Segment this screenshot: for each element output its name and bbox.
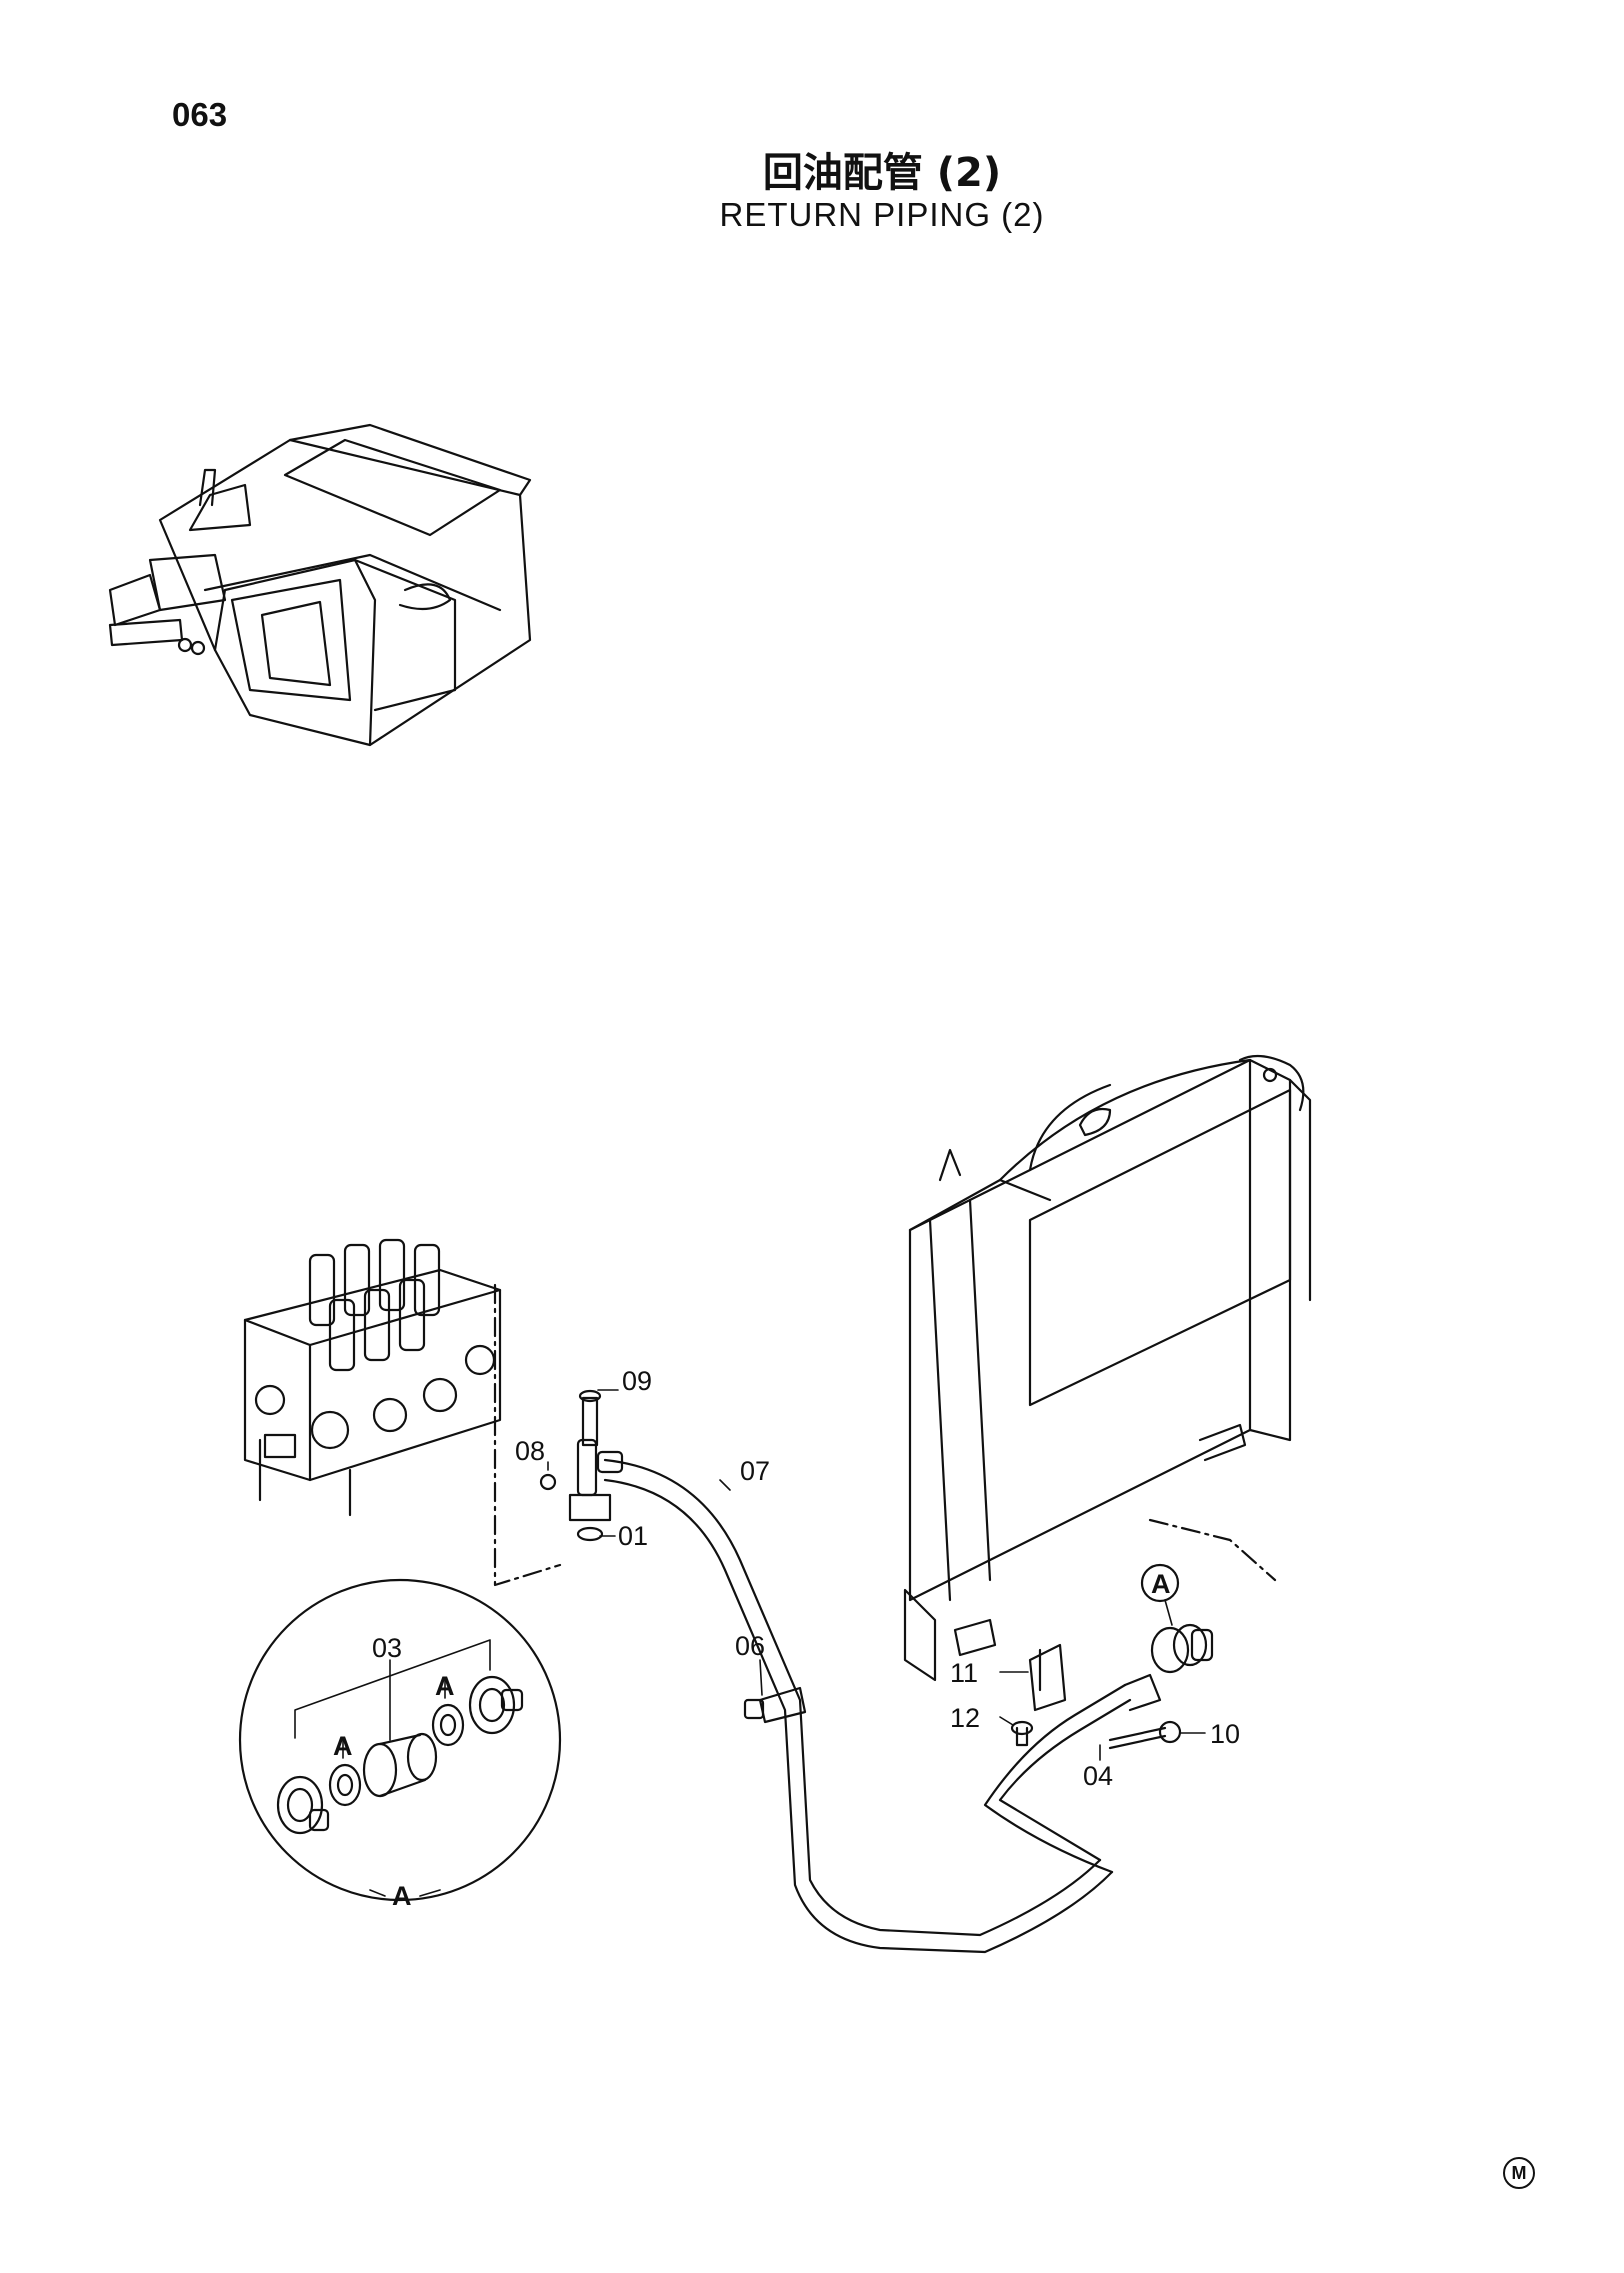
callout-10: 10	[1210, 1719, 1240, 1749]
page-number: 063	[172, 96, 228, 133]
callout-06: 06	[735, 1631, 765, 1661]
detail-connector-03	[362, 1732, 438, 1798]
plug-06	[743, 1686, 807, 1724]
callout-08: 08	[515, 1436, 545, 1466]
leader-lines	[294, 1389, 1206, 1897]
callout-detail-ref: A	[1151, 1569, 1171, 1599]
callout-04: 04	[1083, 1761, 1113, 1791]
detail-circle-a	[238, 1578, 562, 1902]
bolt-10	[1108, 1720, 1182, 1750]
callout-01: 01	[618, 1521, 648, 1551]
detail-clamp-left	[276, 1775, 330, 1835]
corner-mark: M	[1503, 2157, 1535, 2189]
callout-detail-a1: A	[333, 1731, 353, 1761]
title-chinese: 回油配管 (2)	[762, 150, 1002, 196]
bracket-11	[1028, 1643, 1067, 1712]
control-valve-icon	[243, 1238, 502, 1517]
detail-clamp-right	[468, 1675, 524, 1735]
coupling-a-icon	[1150, 1623, 1214, 1674]
title-english: RETURN PIPING (2)	[719, 196, 1045, 233]
callout-07: 07	[740, 1456, 770, 1486]
callout-09: 09	[622, 1366, 652, 1396]
callout-11: 11	[950, 1658, 978, 1688]
return-pipe-07	[603, 1458, 1114, 1954]
fitting-assembly	[539, 1389, 624, 1542]
excavator-overview-icon	[108, 423, 532, 747]
detail-ring-left	[328, 1763, 362, 1807]
callout-03: 03	[372, 1633, 402, 1663]
callout-detail-a2: A	[435, 1671, 455, 1701]
bolt-12	[1010, 1720, 1034, 1747]
callout-detail-title: A	[392, 1881, 412, 1911]
callout-12: 12	[950, 1703, 980, 1733]
detail-ring-right	[431, 1703, 465, 1747]
oil-cooler-radiator-icon	[903, 1054, 1312, 1682]
hose-04	[983, 1673, 1162, 1874]
